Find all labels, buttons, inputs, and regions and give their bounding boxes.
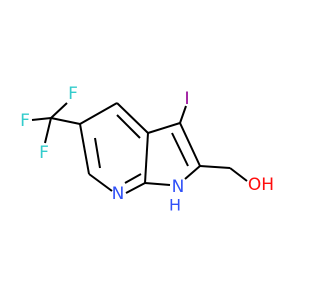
bond-c5-c6: [79, 123, 90, 175]
bond-c3a-c4-double: [116, 114, 141, 139]
fluorine-bottom-label: F: [39, 143, 49, 163]
molecule-canvas: I F F F N N H OH: [20, 84, 275, 215]
bond-c6-n7: [88, 173, 113, 192]
bond-c3-c2-double: [171, 132, 189, 167]
bond-c3a-c4: [116, 102, 149, 134]
bond-c2-ch2: [199, 165, 231, 169]
bond-cf3-f-bottom: [44, 117, 52, 144]
fluorine-top-label: F: [68, 84, 78, 104]
hydroxyl-label: OH: [248, 175, 274, 195]
bond-c5-c4: [79, 102, 118, 125]
bond-c3-i: [179, 105, 187, 124]
bond-c6-c6-double: [94, 137, 101, 169]
pyridine-nitrogen-label: N: [112, 184, 125, 204]
bond-c3a-c3: [147, 122, 181, 134]
atom-label-layer: I F F F N N H OH: [20, 84, 274, 215]
iodine-label: I: [184, 89, 189, 109]
bond-cf3-f-top: [50, 102, 68, 119]
bond-ch2-oh: [229, 167, 248, 182]
bond-cf3-f-left: [31, 117, 52, 121]
fluorine-left-label: F: [20, 111, 30, 131]
bond-n7-c7a: [125, 182, 146, 194]
structure-drawing: I F F F N N H OH: [20, 84, 274, 215]
pyrrole-nitrogen-label: N: [172, 177, 185, 197]
bond-layer: [31, 102, 248, 194]
bond-c3-c2: [179, 122, 201, 167]
bond-n7-c7a-double: [124, 173, 142, 184]
bond-c7a-c3a: [144, 132, 149, 184]
bond-c2-n1: [184, 165, 201, 180]
pyrrole-hydrogen-label: H: [169, 196, 181, 215]
bond-c5-cf3: [50, 117, 81, 125]
bond-n1-c7a: [144, 182, 171, 186]
